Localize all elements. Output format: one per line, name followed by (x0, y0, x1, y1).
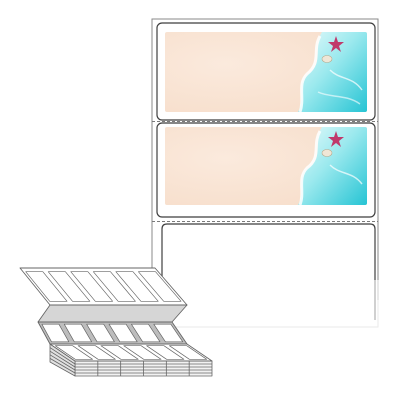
tag-shaded (153, 323, 184, 343)
tag-upper (25, 271, 68, 302)
stack-sheet-edge (49, 347, 76, 365)
tag-lower (100, 345, 139, 360)
tag-shaded (131, 323, 161, 343)
tag-lower (77, 345, 116, 360)
tag-upper (92, 271, 136, 302)
label-2 (156, 122, 376, 218)
tag-shaded (63, 323, 92, 343)
starfish-icon (328, 36, 344, 52)
tag-shaded (108, 323, 138, 343)
tag-lower (123, 345, 162, 360)
stack-sheet-edge (49, 354, 76, 371)
stack-sheet-edge (49, 358, 76, 374)
tag-lower (146, 345, 185, 360)
fanfold-tag-stack (19, 267, 213, 377)
tag-upper (138, 271, 182, 302)
tag-upper (47, 271, 91, 302)
tag-lower (169, 345, 208, 360)
fold-panel-crease (37, 304, 188, 323)
tag-shaded (86, 323, 115, 343)
tag-lower (54, 345, 93, 360)
tag-upper (115, 271, 159, 302)
tag-upper (70, 271, 114, 302)
starfish-icon (328, 131, 344, 147)
label-3-blank (156, 223, 380, 328)
stack-sheet-edge (49, 350, 76, 368)
label-sheet (150, 18, 382, 330)
label-1 (156, 22, 376, 121)
tag-shaded (41, 323, 70, 343)
